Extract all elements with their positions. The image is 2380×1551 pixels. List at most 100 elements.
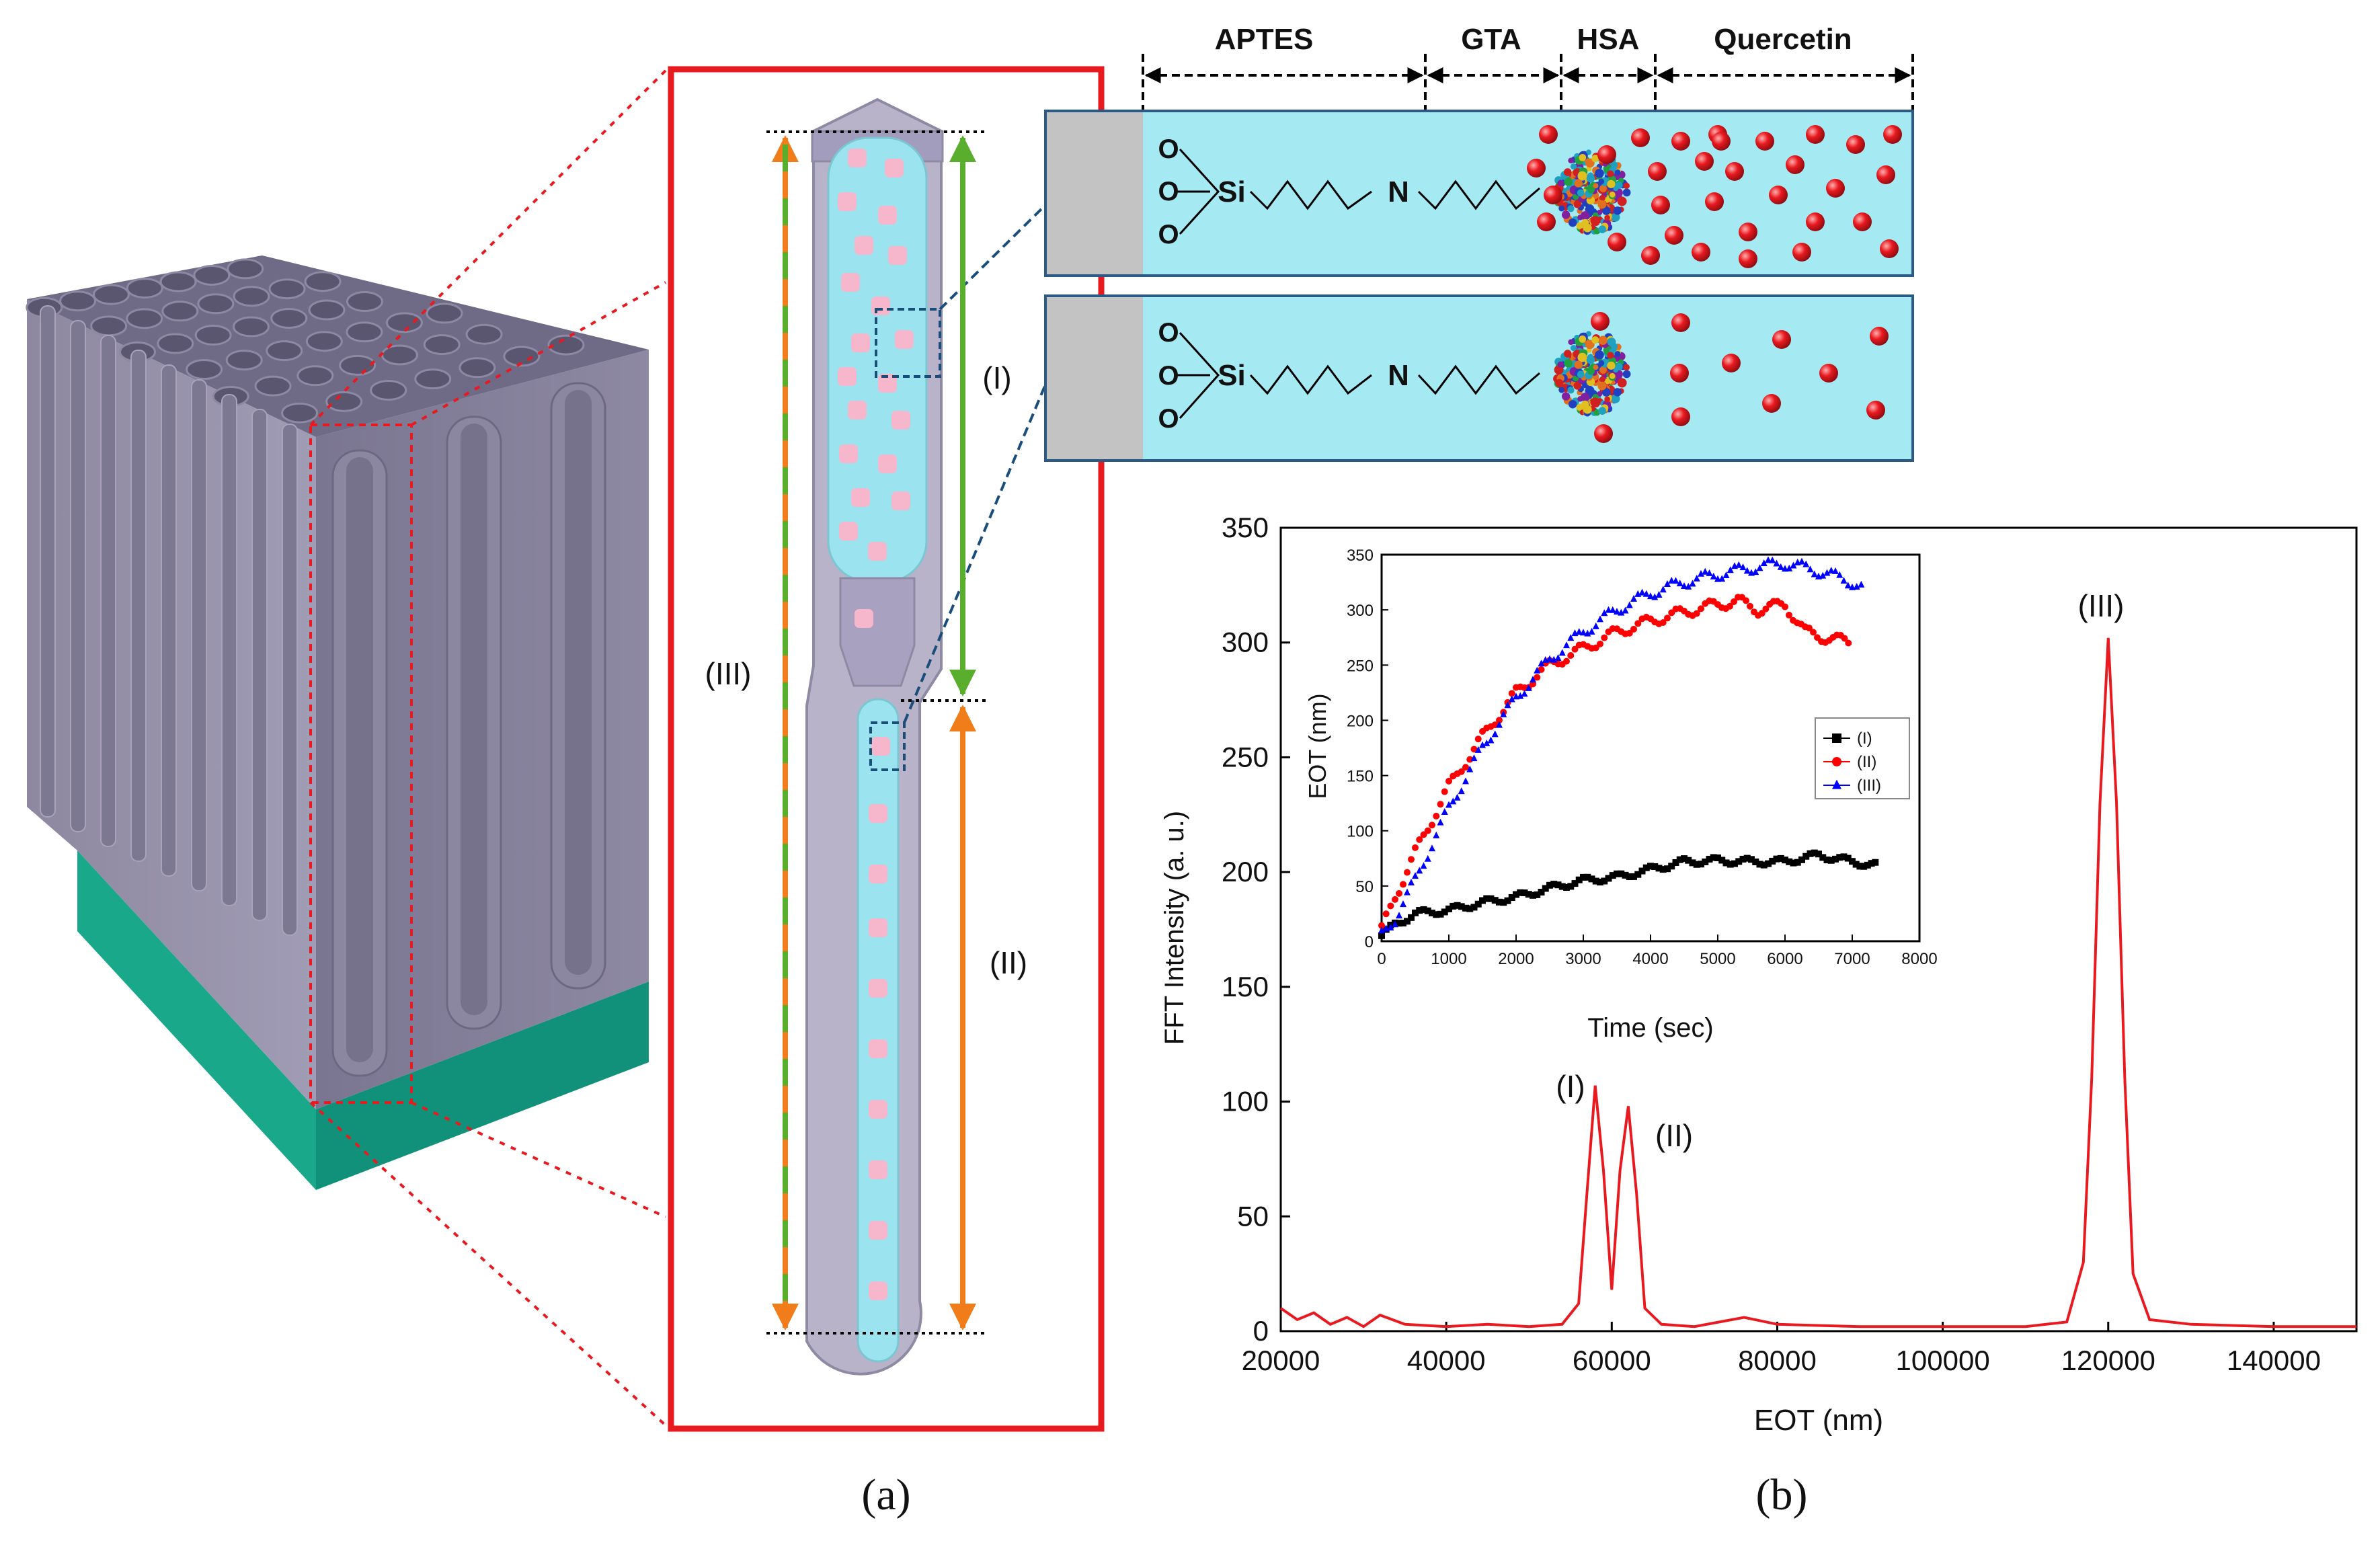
quercetin-ball bbox=[1539, 125, 1558, 144]
pore-channel bbox=[191, 379, 207, 891]
inset-x-tick-label: 6000 bbox=[1767, 950, 1802, 968]
fft-x-axis-label: EOT (nm) bbox=[1754, 1404, 1883, 1437]
molecule-square bbox=[868, 542, 887, 561]
inset-point bbox=[1786, 564, 1793, 571]
inset-point bbox=[1396, 889, 1402, 897]
inset-point bbox=[1558, 649, 1566, 656]
quercetin-molecules-bottom bbox=[1591, 312, 1889, 443]
inset-point bbox=[1693, 610, 1700, 617]
inset-point bbox=[1722, 859, 1730, 867]
inset-point bbox=[1462, 777, 1469, 785]
inset-point bbox=[1412, 844, 1419, 851]
silicon-block-bottom bbox=[1047, 297, 1143, 459]
hsa-protein-bottom bbox=[1553, 331, 1631, 417]
protein-atom bbox=[1557, 180, 1564, 186]
molecule-square bbox=[888, 246, 907, 265]
protein-atom bbox=[1586, 173, 1595, 183]
inset-point bbox=[1420, 862, 1427, 869]
inset-point bbox=[1454, 902, 1461, 909]
inset-point bbox=[1470, 746, 1478, 753]
pore-opening bbox=[414, 368, 452, 390]
fft-y-axis-label: FFT Intensity (a. u.) bbox=[1160, 811, 1189, 1045]
protein-atom bbox=[1585, 204, 1595, 214]
pore-zoom-panel: (I) (II) (III) bbox=[668, 66, 1105, 1432]
inset-point bbox=[1762, 605, 1770, 612]
fft-x-tick-label: 40000 bbox=[1407, 1345, 1486, 1376]
inset-point bbox=[1387, 923, 1394, 930]
inset-point bbox=[1790, 561, 1797, 569]
quercetin-ball bbox=[1692, 243, 1710, 262]
inset-point bbox=[1496, 717, 1503, 724]
protein-atom bbox=[1577, 189, 1585, 197]
inset-point bbox=[1412, 909, 1419, 916]
protein-atom bbox=[1601, 388, 1611, 397]
inset-point bbox=[1672, 859, 1679, 867]
molecule-square bbox=[855, 609, 873, 628]
inset-point bbox=[1752, 568, 1759, 575]
molecule-square bbox=[895, 330, 914, 349]
inset-point bbox=[1534, 666, 1541, 674]
legend-label: (I) bbox=[1857, 729, 1872, 748]
inset-point bbox=[1630, 873, 1637, 880]
inset-point bbox=[1575, 876, 1583, 883]
inset-point bbox=[1841, 635, 1848, 642]
inset-point bbox=[1698, 861, 1704, 868]
protein-atom bbox=[1599, 366, 1607, 374]
inset-point bbox=[1580, 629, 1587, 636]
quercetin-ball bbox=[1722, 354, 1741, 372]
inset-point bbox=[1664, 614, 1671, 622]
inset-point bbox=[1420, 906, 1427, 913]
legend-marker bbox=[1832, 733, 1841, 743]
pore-opening bbox=[304, 271, 342, 292]
pore-opening bbox=[232, 316, 270, 337]
quercetin-ball bbox=[1594, 424, 1613, 443]
molecule-square bbox=[871, 737, 890, 756]
molecule-square bbox=[878, 374, 897, 393]
fft-x-tick-label: 140000 bbox=[2227, 1345, 2321, 1376]
quercetin-ball bbox=[1762, 394, 1781, 413]
quercetin-ball bbox=[1651, 196, 1670, 214]
inset-point bbox=[1441, 788, 1448, 795]
protein-atom bbox=[1599, 184, 1607, 192]
protein-atom bbox=[1577, 214, 1583, 221]
inset-point bbox=[1819, 854, 1827, 861]
molecule-square bbox=[878, 206, 897, 225]
inset-point bbox=[1756, 861, 1763, 868]
inset-point bbox=[1563, 883, 1570, 891]
pore-opening bbox=[296, 365, 334, 387]
inset-point bbox=[1807, 565, 1814, 573]
molecule-square bbox=[851, 488, 870, 507]
protein-atom bbox=[1604, 214, 1610, 221]
inset-point bbox=[1672, 577, 1679, 584]
inset-x-axis-label: Time (sec) bbox=[1587, 1013, 1713, 1043]
inset-point bbox=[1437, 818, 1444, 826]
inset-point bbox=[1487, 736, 1495, 744]
inset-point bbox=[1743, 597, 1749, 604]
pore-opening bbox=[59, 290, 97, 312]
quercetin-ball bbox=[1880, 239, 1899, 258]
inset-point bbox=[1681, 582, 1688, 590]
protein-atom bbox=[1587, 367, 1595, 375]
inset-point bbox=[1479, 741, 1486, 748]
inset-point bbox=[1840, 853, 1848, 861]
inset-point bbox=[1864, 861, 1871, 869]
pore-opening bbox=[281, 402, 319, 424]
inset-point bbox=[1693, 861, 1700, 868]
quercetin-ball bbox=[1739, 249, 1757, 268]
inset-point bbox=[1727, 602, 1733, 610]
protein-atom bbox=[1573, 200, 1581, 208]
quercetin-ball bbox=[1806, 125, 1825, 144]
inset-point bbox=[1735, 858, 1743, 865]
quercetin-ball bbox=[1695, 152, 1714, 171]
inset-point bbox=[1773, 855, 1780, 863]
pore-channel bbox=[282, 424, 298, 936]
inset-point bbox=[1517, 889, 1524, 896]
inset-point bbox=[1530, 676, 1536, 683]
atom-si-2: Si bbox=[1218, 359, 1246, 392]
inset-x-tick-label: 0 bbox=[1377, 950, 1386, 968]
molecule-square bbox=[839, 444, 858, 463]
quercetin-ball bbox=[1883, 125, 1902, 144]
inset-point bbox=[1722, 571, 1730, 578]
pore-opening bbox=[459, 357, 496, 379]
